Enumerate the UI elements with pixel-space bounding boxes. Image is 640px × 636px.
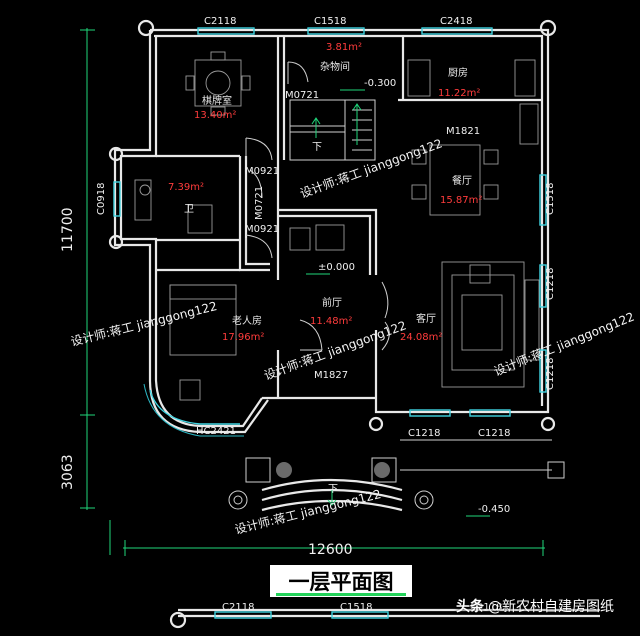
dimension-height-main: 11700 — [60, 207, 76, 252]
interior-walls — [156, 36, 542, 398]
room-name-dining: 餐厅 — [452, 174, 472, 187]
door-label-1: M0721 — [285, 90, 319, 101]
door-label-3: M0921 — [245, 166, 279, 177]
window-label-right-1: C1518 — [545, 183, 556, 215]
furniture — [134, 51, 540, 401]
level-stair: -0.300 — [364, 78, 396, 89]
window-label-bottom-2: C1518 — [340, 602, 372, 613]
level-floor: ±0.000 — [318, 262, 355, 273]
window-label-bottom-3: C2118 — [470, 602, 502, 613]
window-label-right-2: C1218 — [545, 268, 556, 300]
window-label-left: C0918 — [96, 183, 107, 215]
bay-window-label: HC2421 — [196, 426, 236, 437]
next-plan-edge — [169, 608, 600, 629]
window-label-top-3: C2418 — [440, 16, 472, 27]
room-name-kitchen: 厨房 — [448, 66, 468, 79]
source-credit: 头条@新农村自建房图纸 — [456, 596, 636, 622]
room-area-chess: 13.40m² — [194, 110, 236, 121]
window-label-bottom-1: C2118 — [222, 602, 254, 613]
front-porch — [228, 439, 565, 512]
page-title: 一层平面图 — [288, 570, 394, 594]
door-label-2: M1821 — [446, 126, 480, 137]
credit-prefix: 头条 — [456, 599, 484, 615]
dimension-width: 12600 — [308, 542, 353, 558]
room-name-elder: 老人房 — [232, 314, 262, 327]
window-label-top-2: C1518 — [314, 16, 346, 27]
room-area-living: 24.08m² — [400, 332, 442, 343]
room-name-storage: 杂物间 — [320, 60, 350, 73]
room-name-chess: 棋牌室 — [202, 94, 232, 107]
room-area-dining: 15.87m² — [440, 195, 482, 206]
windows — [113, 27, 547, 437]
door-swings — [245, 61, 390, 351]
room-area-foyer: 11.48m² — [310, 316, 352, 327]
title-underline — [276, 593, 406, 596]
room-name-foyer: 前厅 — [322, 296, 342, 309]
room-area-storage: 3.81m² — [326, 42, 362, 53]
window-label-front-1: C1218 — [408, 428, 440, 439]
stair-arrow-2: 下 — [328, 484, 338, 495]
watermark-5: 设计师:蒋工 jianggong122 — [233, 487, 382, 537]
stair-arrow-1: 下 — [312, 142, 322, 153]
dimension-lines — [80, 28, 545, 556]
credit-handle: @新农村自建房图纸 — [488, 599, 614, 615]
window-label-right-3: C1218 — [545, 358, 556, 390]
corner-columns — [108, 19, 557, 432]
window-label-top-1: C2118 — [204, 16, 236, 27]
watermark-2: 设计师:蒋工 jianggong122 — [69, 299, 218, 349]
door-label-5: M0921 — [245, 224, 279, 235]
door-label-6: M1827 — [314, 370, 348, 381]
title-background — [270, 565, 412, 597]
dimension-height-front: 3063 — [60, 454, 76, 490]
room-area-elder: 17.96m² — [222, 332, 264, 343]
staircase — [289, 99, 376, 161]
level-outside: -0.450 — [478, 504, 510, 515]
room-name-living: 客厅 — [416, 312, 436, 325]
room-area-bath: 7.39m² — [168, 182, 204, 193]
room-name-bath: 卫 — [184, 204, 194, 215]
window-label-front-2: C1218 — [478, 428, 510, 439]
door-label-4: M0721 — [254, 186, 265, 220]
room-area-kitchen: 11.22m² — [438, 88, 480, 99]
